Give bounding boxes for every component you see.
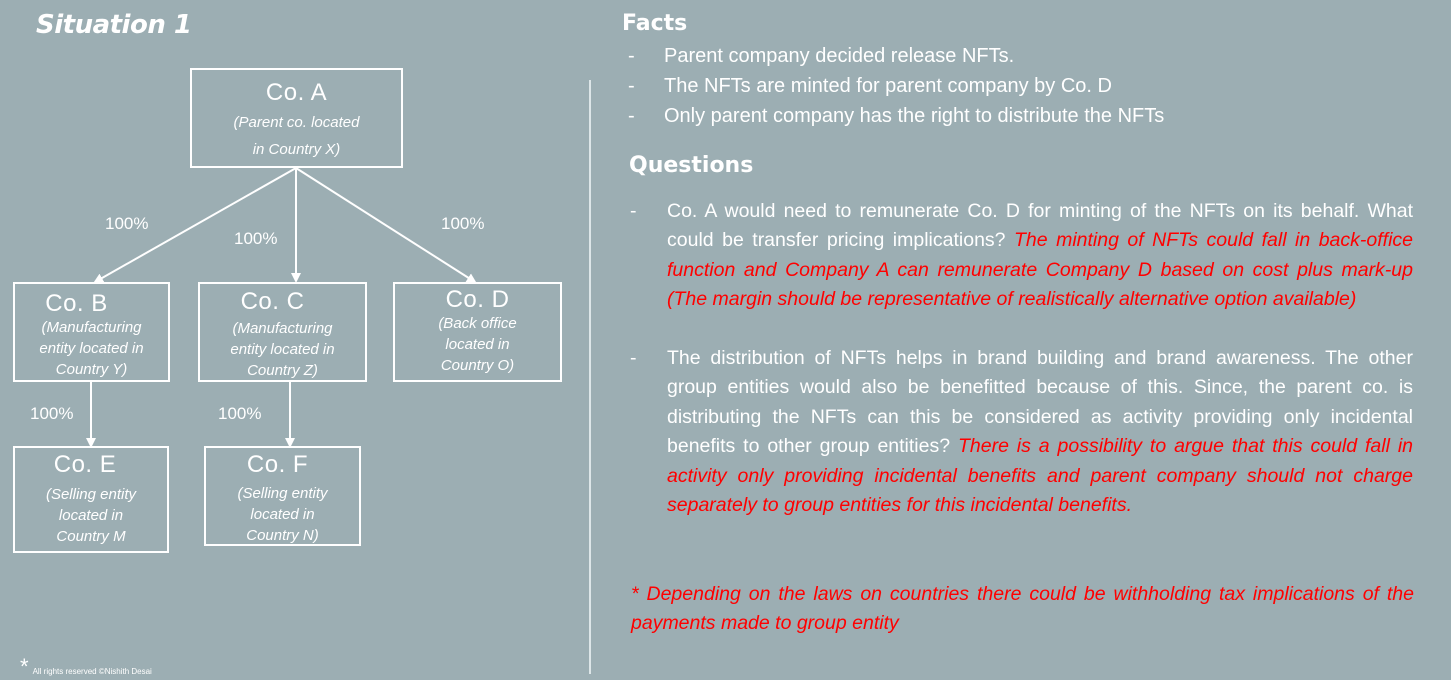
question-item: - The distribution of NFTs helps in bran… [630,344,1413,520]
bullet-dash: - [630,200,637,222]
node-desc: entity located in [230,341,335,358]
answer-text: The minting of NFTs could fall in back-o… [667,229,1413,311]
node-desc: Country M [56,528,126,545]
bullet-dash: - [628,105,635,127]
fact-item: - The NFTs are minted for parent company … [628,71,1112,101]
node-desc: located in [250,506,315,523]
node-name: Co. B [45,290,108,317]
ownership-label-c-f: 100% [218,404,262,423]
question-text: The distribution of NFTs helps in brand … [667,347,1413,458]
node-name: Co. A [265,79,328,106]
answer-text: There is a possibility to argue that thi… [667,435,1413,517]
footer-asterisk: * [20,654,29,679]
bullet-dash: - [628,75,635,97]
ownership-label-a-d: 100% [441,214,485,233]
vertical-divider [589,80,591,674]
node-desc: (Selling entity [237,485,328,502]
ownership-label-b-e: 100% [30,404,74,423]
node-desc: Country Z) [247,362,318,379]
org-node-co-b: Co. B (Manufacturing entity located in C… [13,282,170,382]
node-desc: (Manufacturing [41,319,142,336]
slide-title: Situation 1 [36,10,192,40]
node-name: Co. E [53,451,117,478]
ownership-label-a-c: 100% [234,229,278,248]
fact-text: Parent company decided release NFTs. [664,45,1015,67]
node-desc: (Back office [438,315,517,332]
node-name: Co. F [246,451,309,478]
footer: *All rights reserved ©Nishith Desai [20,654,152,680]
node-name: Co. C [240,288,305,315]
node-desc: located in [58,507,124,524]
node-desc: (Manufacturing [232,320,333,337]
fact-text: The NFTs are minted for parent company b… [664,75,1112,97]
org-node-co-c: Co. C (Manufacturing entity located in C… [198,282,367,382]
fact-item: - Only parent company has the right to di… [628,101,1164,131]
node-desc: (Parent co. located [233,114,360,131]
node-desc: located in [445,336,510,353]
node-desc: Country N) [246,527,319,544]
bullet-dash: - [628,45,635,67]
org-node-co-d: Co. D (Back office located in Country O) [393,282,562,382]
node-desc: (Selling entity [45,486,137,503]
fact-item: - Parent company decided release NFTs. [628,41,1014,71]
withholding-tax-note: * Depending on the laws on countries the… [631,583,1414,635]
org-node-co-e: Co. E (Selling entity located in Country… [13,446,169,553]
node-desc: Country O) [440,357,515,374]
org-node-co-f: Co. F (Selling entity located in Country… [204,446,361,546]
node-desc: entity located in [39,340,144,357]
node-name: Co. D [445,286,510,313]
footer-text: All rights reserved ©Nishith Desai [32,667,152,676]
facts-heading: Facts [622,11,688,36]
node-desc: in Country X) [252,141,341,158]
org-chart-connectors [86,167,477,448]
node-desc: Country Y) [55,361,128,378]
fact-text: Only parent company has the right to dis… [664,105,1165,127]
ownership-label-a-b: 100% [105,214,149,233]
question-text: Co. A would need to remunerate Co. D for… [667,200,1413,252]
bullet-dash: - [630,347,637,369]
question-item: - Co. A would need to remunerate Co. D f… [630,197,1413,315]
org-node-co-a: Co. A (Parent co. located in Country X) [190,68,403,168]
questions-heading: Questions [629,153,754,178]
